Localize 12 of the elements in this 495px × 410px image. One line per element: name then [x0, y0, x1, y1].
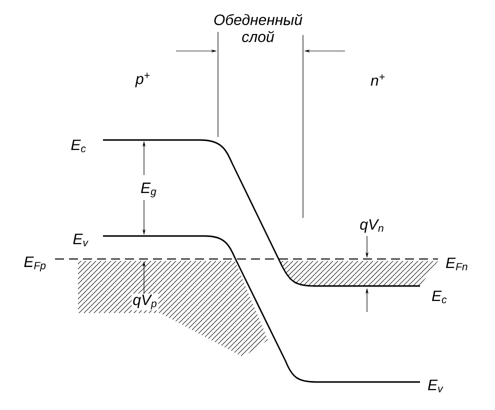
- energy-level-label: E$_{c}$: [432, 290, 447, 304]
- energy-level-label: E$_{v}$: [428, 380, 444, 392]
- energy-level-label: E$_{v}$: [73, 234, 88, 246]
- potential-label: qV$_{p}$: [132, 294, 158, 310]
- energy-level-label: E$_{Fn}$: [446, 258, 468, 270]
- energy-level-label: E$_{c}$: [71, 140, 86, 152]
- energy-level-label: E$_{Fp}$: [24, 256, 46, 272]
- region-label: Обедненный слой: [214, 14, 302, 42]
- energy-level-label: E$_{g}$: [141, 182, 156, 198]
- region-label: n$^{+}$: [370, 74, 385, 86]
- region-label: p$^{+}$: [135, 72, 150, 88]
- potential-label: qV$_{n}$: [360, 219, 384, 233]
